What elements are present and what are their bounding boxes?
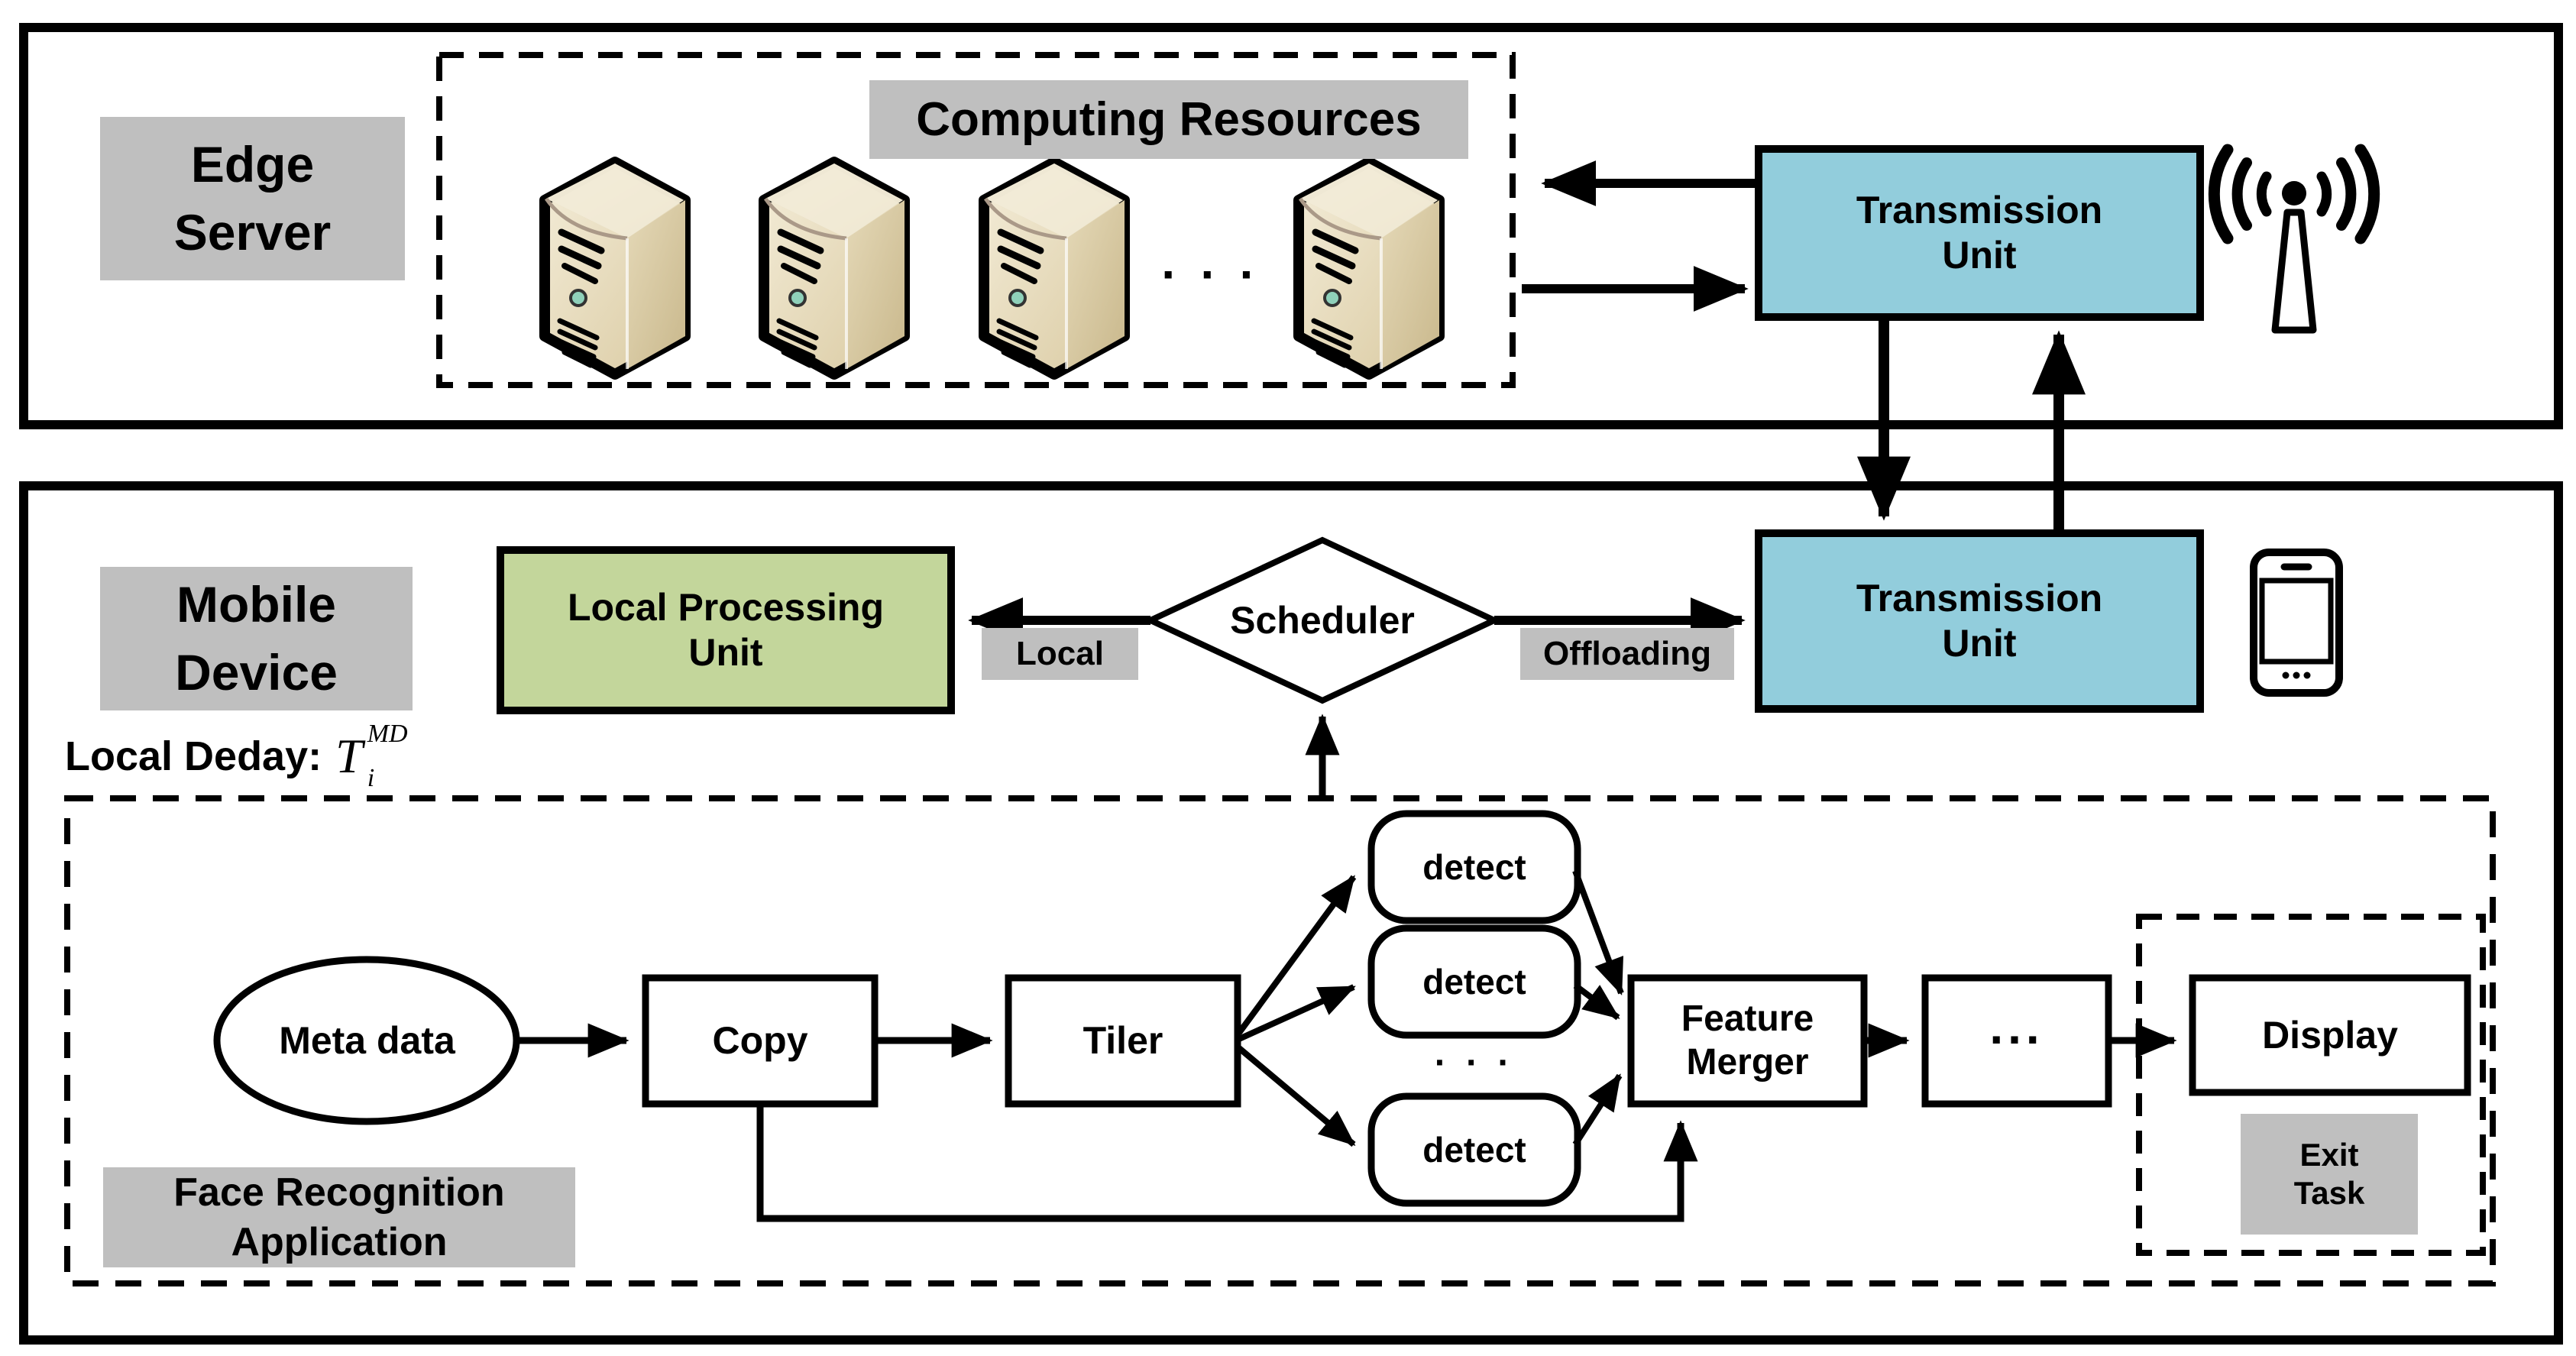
edge-server-label: Edge Server: [100, 117, 405, 280]
delay-formula: T MD i: [335, 720, 408, 792]
arrow-detect1-to-merger: [1572, 869, 1624, 995]
copy-label: Copy: [712, 1019, 808, 1062]
meta-data-label: Meta data: [279, 1018, 455, 1062]
detect-label: detect: [1422, 1129, 1526, 1170]
scheduler-label: Scheduler: [1230, 598, 1415, 642]
exit-task-box: [2136, 914, 2486, 1256]
local-processing-unit-label: Local Processing Unit: [567, 586, 885, 674]
server-icon: [984, 162, 1125, 374]
transmission-unit-bottom-box: [1755, 529, 2204, 713]
face-recognition-app-box: [64, 795, 2496, 1286]
transmission-unit-bottom-label: Transmission Unit: [1856, 577, 2103, 665]
server-ellipsis: · · ·: [1161, 247, 1260, 303]
more-stages-label: ...: [1989, 998, 2044, 1054]
computing-resources-box: [436, 52, 1516, 388]
arrow-detect2-to-merger: [1573, 982, 1620, 1021]
antenna-icon: [2208, 144, 2380, 334]
arrow-tiler-to-detect1: [1236, 875, 1357, 1035]
detect-label: detect: [1422, 961, 1526, 1002]
exit-task-label: Exit Task: [2241, 1114, 2418, 1235]
phone-icon: [2250, 549, 2343, 697]
tiler-node: [1005, 974, 1241, 1108]
display-node: [2189, 974, 2471, 1096]
arrow-tiler-to-detect2: [1238, 984, 1356, 1042]
local-delay-text: Local Deday: T MD i: [65, 720, 408, 792]
arrow-detect3-to-merger: [1572, 1073, 1623, 1147]
local-branch-label: Local: [982, 628, 1138, 680]
detect-label: detect: [1422, 846, 1526, 887]
offloading-branch-label: Offloading: [1520, 628, 1734, 680]
local-processing-unit-box: [497, 546, 955, 714]
more-stages-node: [1921, 974, 2112, 1108]
detect-node: [1367, 810, 1581, 924]
arrow-copy-bypass-to-merger: [756, 1104, 1698, 1222]
display-label: Display: [2262, 1013, 2398, 1057]
mobile-device-label: Mobile Device: [100, 567, 413, 710]
transmission-unit-top-box: [1755, 145, 2204, 321]
detect-node: [1367, 1092, 1581, 1207]
arrow-tiler-to-detect3: [1237, 1045, 1356, 1147]
detect-ellipsis: · · ·: [1434, 1042, 1515, 1083]
transmission-unit-top-label: Transmission Unit: [1856, 189, 2103, 277]
detect-node: [1367, 924, 1581, 1039]
server-icon: [1299, 162, 1439, 374]
server-icon: [545, 162, 685, 374]
feature-merger-label: Feature Merger: [1681, 998, 1814, 1083]
face-recognition-app-label: Face Recognition Application: [103, 1167, 575, 1267]
feature-merger-node: [1627, 974, 1868, 1108]
computing-resources-label: Computing Resources: [869, 80, 1468, 159]
server-icon: [764, 162, 905, 374]
tiler-label: Tiler: [1083, 1019, 1163, 1062]
